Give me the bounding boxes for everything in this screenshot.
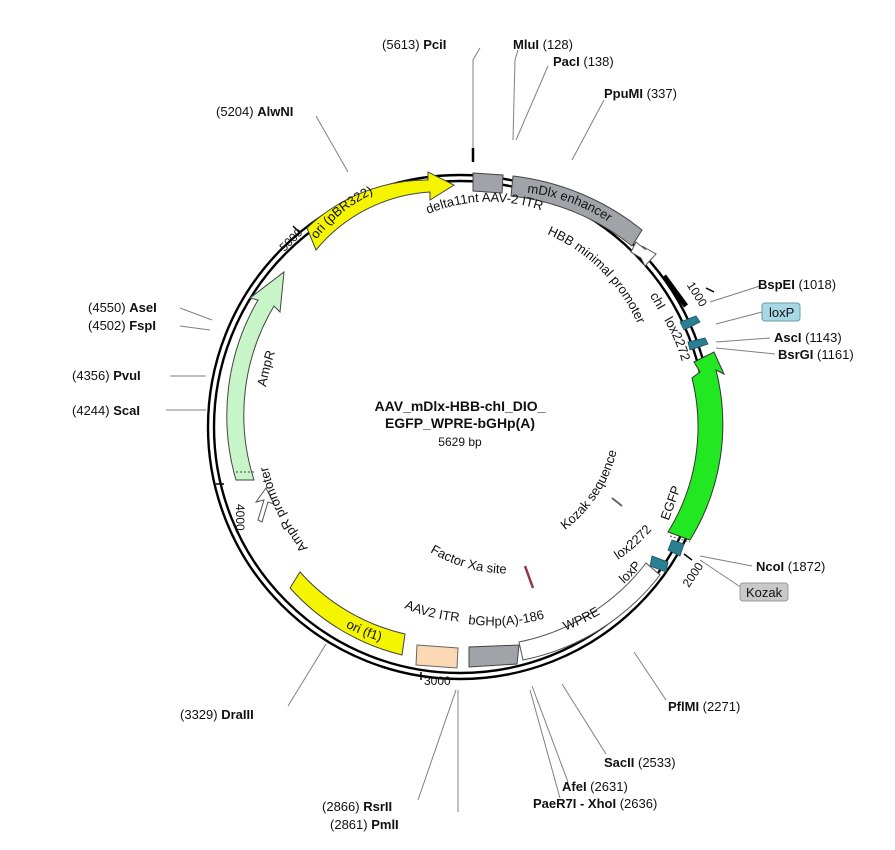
aav2-itr-label: AAV2 ITR (403, 597, 460, 625)
leader-PciI (472, 47, 481, 148)
leader-DraIII (287, 643, 327, 707)
loxp-top-feature (679, 315, 701, 331)
tick-1000-mark (705, 287, 715, 293)
ampr-label: AmpR (254, 348, 278, 387)
hbb-promoter-feature (630, 241, 657, 267)
egfp-feature (667, 351, 726, 541)
leader-NcoI (699, 555, 753, 567)
loxp-badge-leader (715, 311, 763, 325)
site-PmlI[interactable]: (2861) PmlI (330, 817, 399, 832)
leader-PacI (515, 65, 549, 141)
lox2272-bottom-label: lox2272 (611, 522, 654, 563)
tick-3000-label: 3000 (424, 674, 451, 688)
tick-2000-label: 2000 (680, 560, 707, 590)
site-RsrII[interactable]: (2866) RsrII (322, 799, 392, 814)
ampr-promoter-feature (254, 487, 275, 523)
lox2272-top-feature (687, 337, 709, 351)
chi-feature (661, 274, 689, 308)
leader-PflMI (633, 651, 667, 701)
lox2272-bottom-feature (667, 539, 685, 557)
kozak-badge-label: Kozak (746, 585, 783, 600)
leader-RsrII (417, 689, 457, 801)
site-PvuI[interactable]: (4356) PvuI (72, 368, 141, 383)
leader-FspI (179, 325, 211, 331)
site-PacI[interactable]: PacI (138) (553, 54, 614, 69)
site-AfeI[interactable]: AfeI (2631) (562, 779, 628, 794)
leader-BsrGI (715, 347, 776, 355)
factor-xa-marker (523, 565, 535, 589)
site-BsrGI[interactable]: BsrGI (1161) (778, 347, 854, 362)
map-title-line2: EGFP_WPRE-bGHp(A) (385, 415, 535, 431)
leader-SacII (561, 683, 607, 755)
tick-1000-label: 1000 (684, 279, 710, 309)
site-PaeR7I-XhoI[interactable]: PaeR7I - XhoI (2636) (533, 796, 657, 811)
site-SacII[interactable]: SacII (2533) (604, 755, 676, 770)
tick-5000-mark (292, 225, 300, 233)
aav2-itr-feature (415, 644, 459, 669)
map-length: 5629 bp (438, 435, 482, 449)
site-FspI[interactable]: (4502) FspI (88, 318, 156, 333)
kozak-badge[interactable] (739, 582, 789, 602)
site-AseI[interactable]: (4550) AseI (88, 300, 157, 315)
leader-MluI (512, 49, 519, 141)
mdlx-enhancer-feature (510, 175, 643, 247)
site-PpuMI[interactable]: PpuMI (337) (604, 86, 677, 101)
bghpa-label: bGHp(A)-186 (468, 607, 546, 629)
factor-xa-label: Factor Xa site (428, 542, 506, 577)
loxp-bottom-feature (649, 555, 669, 573)
site-AlwNI[interactable]: (5204) AlwNI (216, 104, 293, 119)
leader-AlwNI (315, 115, 349, 173)
leader-PpuMI (571, 99, 605, 161)
site-DraIII[interactable]: (3329) DraIII (180, 707, 254, 722)
delta-itr-block (472, 172, 504, 194)
tick-4000-label: 4000 (233, 504, 247, 531)
map-title-line1: AAV_mDlx-HBB-chI_DIO_ (375, 398, 546, 414)
bghpa-feature (468, 644, 520, 668)
site-BspEI[interactable]: BspEI (1018) (758, 277, 836, 292)
leader-AscI (715, 337, 771, 343)
site-AscI[interactable]: AscI (1143) (774, 330, 842, 345)
leader-PaeR7I-XhoI (529, 689, 561, 799)
egfp-dotted-boundary (669, 535, 691, 543)
kozak-sequence-label: Kozak sequence (558, 448, 620, 532)
leader-BspEI (709, 285, 761, 303)
kozak-badge-leader (699, 559, 743, 589)
ori-pbr322-label: ori (pBR322) (307, 183, 375, 242)
site-ScaI[interactable]: (4244) ScaI (72, 403, 140, 418)
leader-AseI (179, 307, 213, 321)
ori-f1-feature (289, 571, 406, 656)
ampr-feature (226, 270, 285, 481)
site-MluI[interactable]: MluI (128) (513, 37, 573, 52)
ori-pbr322-feature (306, 171, 456, 251)
tick-2000-mark (683, 553, 693, 561)
leader-AfeI (531, 685, 569, 783)
kozak-sequence-marker (611, 497, 623, 507)
site-PciI[interactable]: (5613) PciI (382, 37, 446, 52)
loxp-badge[interactable] (761, 302, 801, 322)
loxp-badge-label: loxP (769, 305, 794, 320)
site-NcoI[interactable]: NcoI (1872) (756, 559, 825, 574)
wpre-feature (518, 562, 661, 661)
site-PflMI[interactable]: PflMI (2271) (668, 699, 740, 714)
